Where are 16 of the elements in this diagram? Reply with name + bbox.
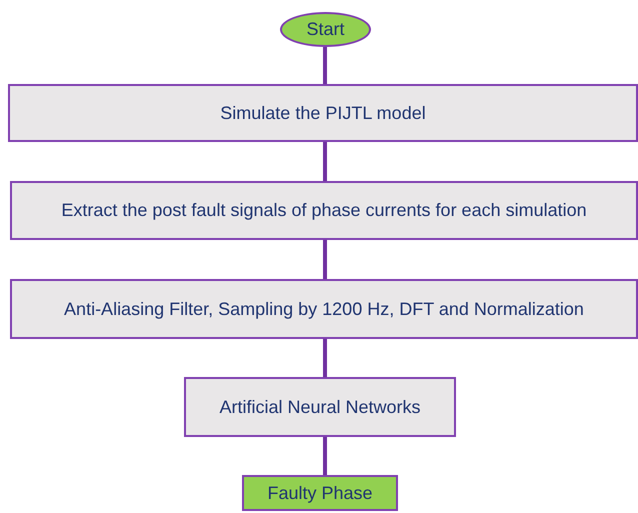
connector-line (323, 240, 327, 279)
process-box (184, 377, 456, 437)
box-label: Start (306, 19, 344, 40)
box-label: Simulate the PIJTL model (220, 102, 426, 124)
process-box (10, 181, 638, 240)
box-label: Faulty Phase (267, 482, 373, 504)
box-label: Anti-Aliasing Filter, Sampling by 1200 Hz, DFT and Normalization (64, 298, 584, 320)
box-label: Artificial Neural Networks (219, 396, 421, 418)
connector-line (323, 47, 327, 84)
connector-line (323, 142, 327, 181)
output-box (242, 475, 398, 511)
connector-line (323, 339, 327, 377)
box-label: Extract the post fault signals of phase currents for each simulation (61, 200, 587, 221)
connector-line (323, 437, 327, 475)
process-box (8, 84, 638, 142)
process-box (10, 279, 638, 339)
